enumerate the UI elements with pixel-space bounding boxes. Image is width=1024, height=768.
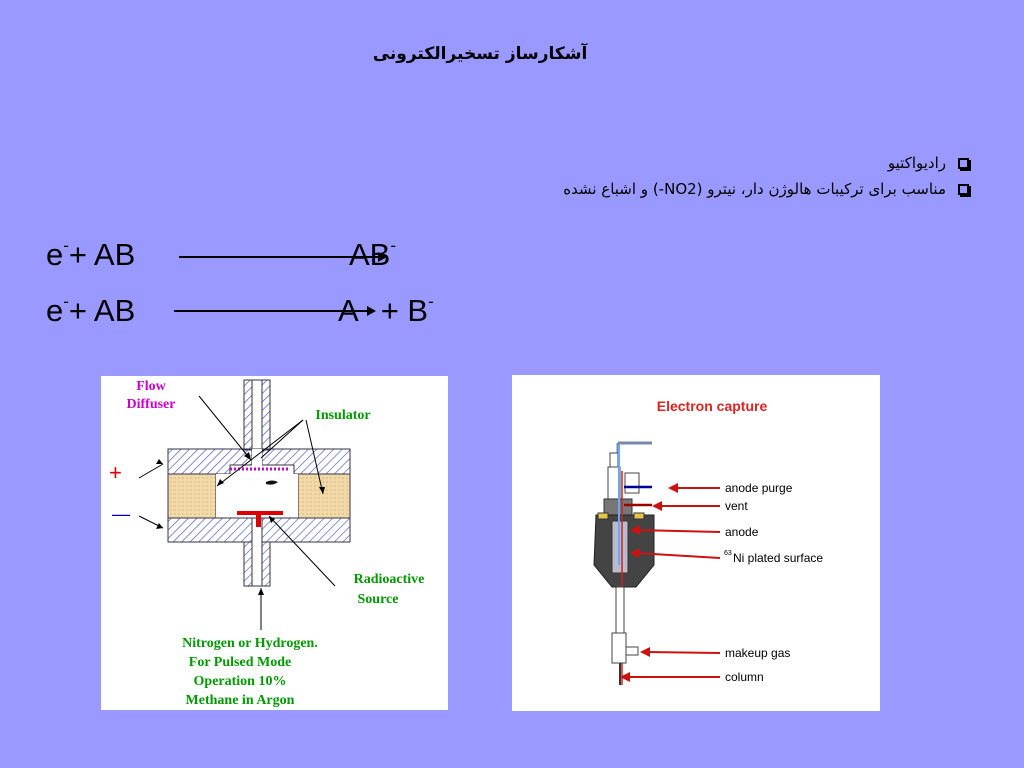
pointer-lines [138,395,336,630]
diagram-title: Electron capture [657,398,768,414]
column-label: column [725,670,764,684]
lower-electrode-body [167,517,351,587]
carrier-gas-label: For Pulsed Mode [189,655,291,670]
carrier-gas-label: Nitrogen or Hydrogen. [182,636,318,651]
ecd-cell-svg: Flow Diffuser Insulator + — Radioactive … [109,379,425,708]
equation-electron-attachment: e-+ AB AB- [46,236,546,276]
bullet-text: رادیواکتیو [887,154,946,172]
insulator-label: Insulator [315,408,370,423]
radioactive-source-icon [237,511,283,527]
charge-superscript: - [428,292,434,311]
insulator-left [167,473,217,519]
bullet-item: مناسب برای ترکیبات هالوژن دار، نیترو (NO… [269,176,969,202]
positive-terminal-label: + [109,460,122,485]
charge-superscript: - [63,292,69,311]
product-text: AB [349,237,391,272]
reaction-arrow-icon [179,252,387,262]
detector-body [593,441,655,685]
ni-isotope-superscript: 63 [724,550,732,557]
charge-superscript: - [390,236,397,255]
makeup-gas-label: makeup gas [725,646,790,660]
radioactive-source-label: Source [358,592,399,607]
reactant-text: + AB [68,293,136,328]
electron-capture-detector-diagram: Electron capture [512,375,880,711]
outlet-tube [243,379,271,473]
label-arrows [626,487,721,678]
eq-lhs: e-+ AB [46,292,135,329]
vent-label: vent [725,499,748,513]
checkbox-bullet-icon [958,183,969,195]
anode-label: anode [725,525,759,539]
electron-symbol: e [46,237,64,272]
eq-rhs: AB- [349,236,396,273]
detector-svg: Electron capture [593,398,823,685]
carrier-gas-label: Methane in Argon [186,693,295,708]
gas-flow-icon [266,480,278,485]
radical-dot: · [366,299,373,319]
product-radical-text: A [338,293,359,328]
charge-superscript: - [63,236,69,255]
ni-plated-surface-label: Ni plated surface [733,551,823,565]
bullet-list: رادیواکتیو مناسب برای ترکیبات هالوژن دار… [269,150,969,202]
bullet-item: رادیواکتیو [269,150,969,176]
electron-symbol: e [46,293,64,328]
reaction-arrow-icon [174,306,376,316]
insulator-right [297,473,351,519]
product-anion-text: + B [380,293,429,328]
flow-diffuser-label: Flow [136,379,166,394]
carrier-gas-label: Operation 10% [194,674,287,689]
eq-lhs: e-+ AB [46,236,135,273]
checkbox-bullet-icon [958,157,969,169]
bullet-text: مناسب برای ترکیبات هالوژن دار، نیترو (NO… [563,180,946,198]
equation-dissociative-capture: e-+ AB A·+ B- [46,292,546,332]
flow-diffuser-label: Diffuser [127,397,176,412]
slide-title: آشکارساز تسخیرالکترونی [372,44,588,64]
detection-chamber [216,474,298,518]
reactant-text: + AB [68,237,136,272]
negative-terminal-label: — [112,504,130,524]
anode-purge-label: anode purge [725,481,793,495]
eq-rhs: A · + B- [338,292,434,329]
radioactive-source-label: Radioactive [354,572,425,587]
label-arrowheads [620,483,678,682]
ecd-cell-diagram: Flow Diffuser Insulator + — Radioactive … [101,376,448,710]
arrowheads [156,452,325,595]
